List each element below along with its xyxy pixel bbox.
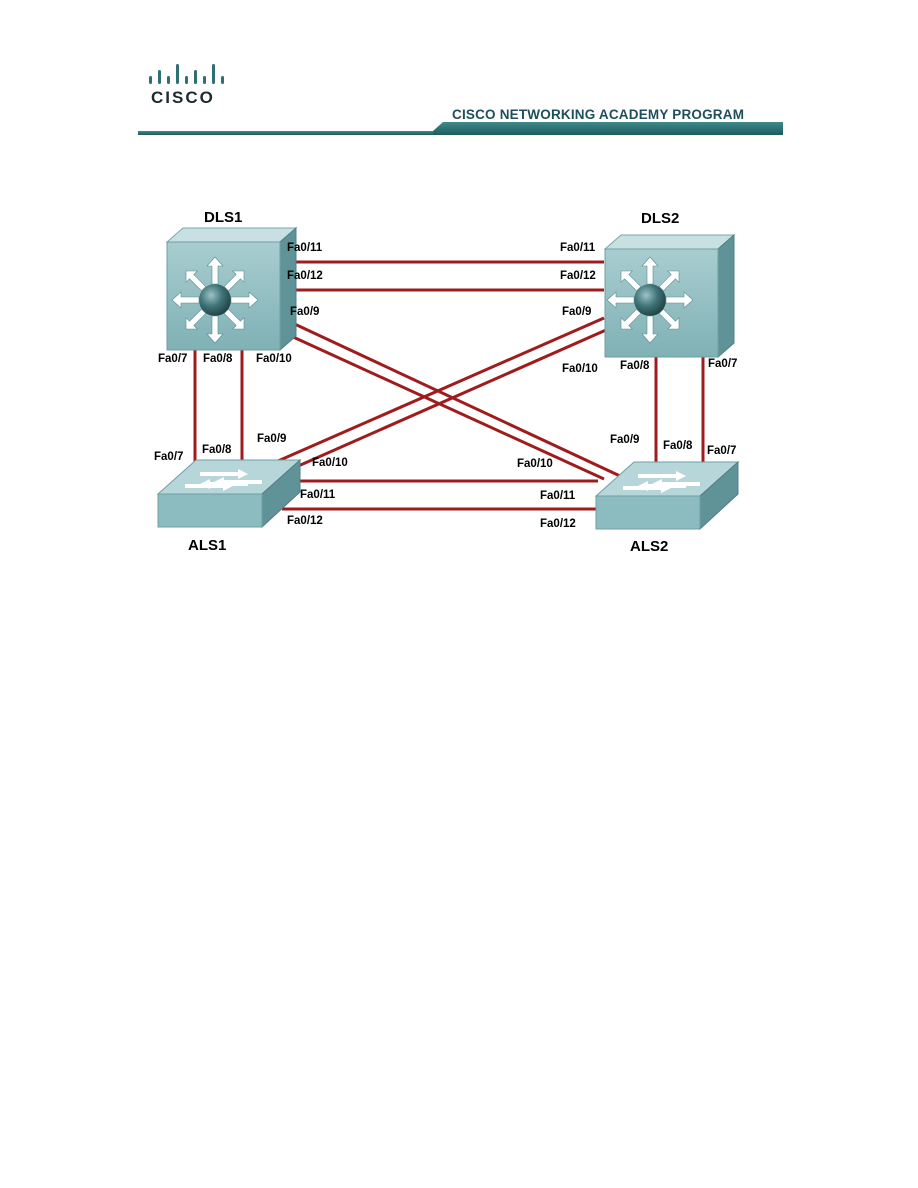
- port-label: Fa0/10: [562, 363, 598, 375]
- header-band: [138, 122, 783, 135]
- device-label-dls1: DLS1: [204, 209, 242, 226]
- port-label: Fa0/11: [540, 490, 576, 502]
- cisco-logo: CISCO: [149, 64, 224, 107]
- port-label: Fa0/8: [620, 360, 650, 372]
- port-label: Fa0/7: [158, 353, 187, 365]
- device-label-als1: ALS1: [188, 537, 226, 554]
- als2-switch-icon[interactable]: [594, 460, 740, 531]
- link-dls2-als1-fa0-9: [261, 316, 605, 470]
- dls1-switch-icon[interactable]: [165, 226, 298, 352]
- dls2-switch-icon[interactable]: [603, 233, 736, 359]
- port-label: Fa0/12: [540, 518, 576, 530]
- port-label: Fa0/9: [610, 434, 639, 446]
- port-label: Fa0/8: [663, 440, 693, 452]
- port-label: Fa0/7: [154, 451, 183, 463]
- port-label: Fa0/9: [290, 306, 319, 318]
- als1-switch-icon[interactable]: [156, 458, 302, 529]
- link-dls1-als2-fa0-10: [279, 329, 605, 481]
- cisco-wordmark: CISCO: [151, 88, 215, 107]
- port-label: Fa0/9: [562, 306, 591, 318]
- port-label: Fa0/10: [256, 353, 292, 365]
- program-title: CISCO NETWORKING ACADEMY PROGRAM: [452, 107, 745, 122]
- link-dls2-als1-fa0-10: [295, 328, 607, 469]
- device-label-als2: ALS2: [630, 538, 668, 555]
- port-label: Fa0/11: [560, 242, 596, 254]
- port-label: Fa0/10: [312, 457, 348, 469]
- port-label: Fa0/12: [287, 515, 323, 527]
- port-label: Fa0/11: [287, 242, 323, 254]
- port-label: Fa0/8: [202, 444, 232, 456]
- port-label: Fa0/12: [560, 270, 596, 282]
- port-label: Fa0/9: [257, 433, 286, 445]
- port-label: Fa0/10: [517, 458, 553, 470]
- links: [193, 260, 705, 511]
- port-label: Fa0/7: [707, 445, 736, 457]
- port-label: Fa0/8: [203, 353, 233, 365]
- port-label: Fa0/11: [300, 489, 336, 501]
- port-label: Fa0/12: [287, 270, 323, 282]
- device-label-dls2: DLS2: [641, 210, 679, 227]
- port-label: Fa0/7: [708, 358, 737, 370]
